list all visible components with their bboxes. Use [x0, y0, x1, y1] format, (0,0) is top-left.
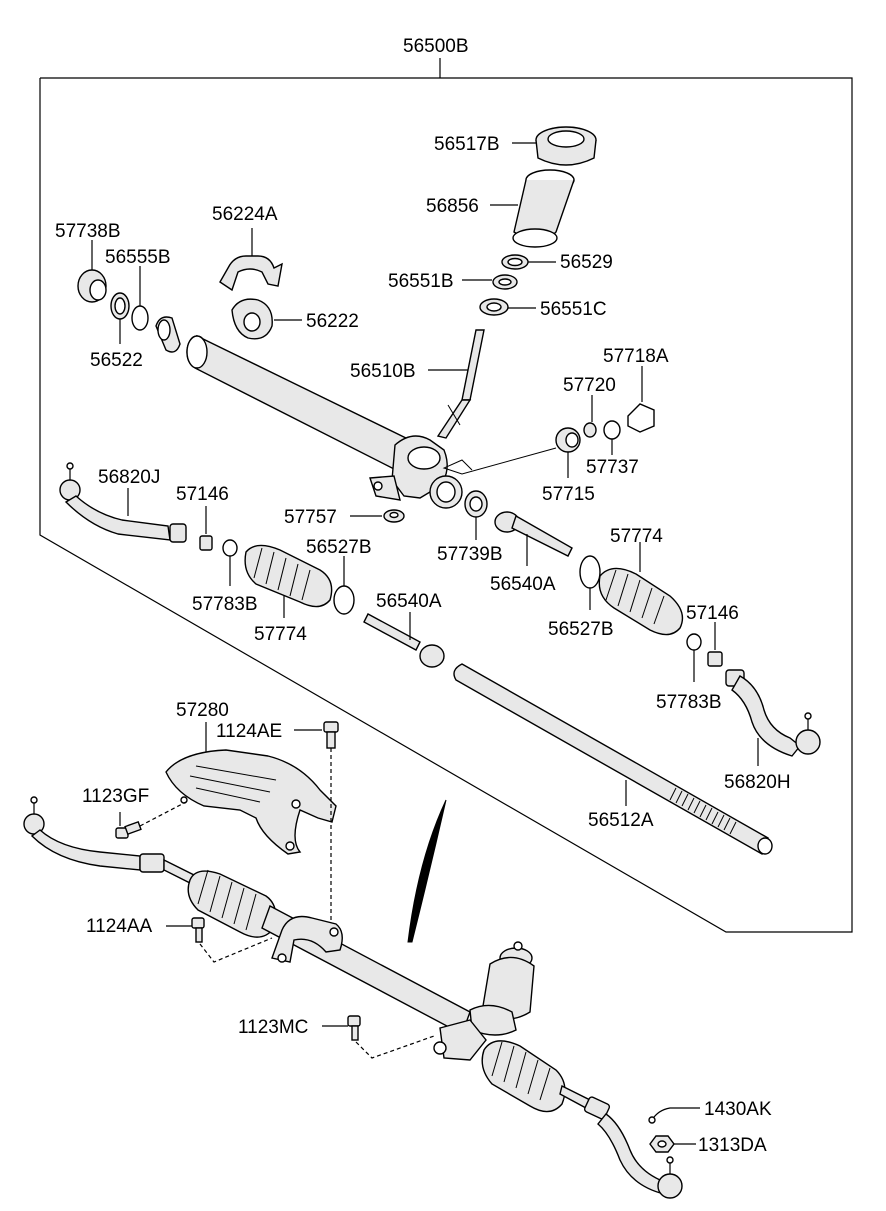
part-57738B-end-stop[interactable] — [77, 269, 107, 303]
part-56555B-ring[interactable] — [131, 305, 149, 331]
label-56540A-right: 56540A — [490, 574, 556, 595]
part-1123MC-bolt[interactable] — [347, 1015, 361, 1041]
assembly-outline — [39, 58, 853, 933]
assembled-right-tie-rod[interactable] — [559, 1084, 683, 1199]
part-57774-left-boot[interactable] — [244, 544, 333, 608]
label-56551B: 56551B — [388, 271, 454, 292]
part-1124AA-bolt[interactable] — [191, 917, 205, 943]
label-57718A: 57718A — [603, 346, 669, 367]
label-1123MC: 1123MC — [238, 1017, 308, 1038]
label-57737: 57737 — [586, 457, 639, 478]
label-56820H: 56820H — [724, 772, 791, 793]
label-56222: 56222 — [306, 311, 359, 332]
part-57146-right-nut[interactable] — [707, 651, 723, 667]
part-57280-heat-shield[interactable] — [165, 749, 337, 855]
label-57774-right: 57774 — [610, 526, 663, 547]
label-1430AK: 1430AK — [704, 1099, 772, 1120]
label-56555B: 56555B — [105, 247, 171, 268]
label-57739B: 57739B — [437, 544, 503, 565]
part-56517B-cap[interactable] — [535, 126, 597, 166]
assembled-right-boot[interactable] — [481, 1040, 566, 1113]
label-56224A: 56224A — [212, 204, 278, 225]
part-56820H-right-tie-rod-end[interactable] — [725, 669, 821, 757]
label-57738B: 57738B — [55, 221, 121, 242]
part-57774-right-boot[interactable] — [598, 567, 684, 636]
assembled-left-boot[interactable] — [187, 869, 277, 938]
label-56527B-left: 56527B — [306, 537, 372, 558]
label-56820J: 56820J — [98, 467, 160, 488]
part-57783B-left-clip[interactable] — [222, 539, 238, 557]
label-57720: 57720 — [563, 375, 616, 396]
label-56527B-right: 56527B — [548, 619, 614, 640]
part-57720-nut[interactable] — [583, 422, 597, 438]
assembled-rack-housing[interactable] — [261, 905, 471, 1035]
label-56551C: 56551C — [540, 299, 607, 320]
part-57718A-washer[interactable] — [627, 403, 655, 433]
orientation-wedge-marker — [407, 799, 447, 943]
part-57737-spring[interactable] — [603, 420, 621, 440]
label-56856: 56856 — [426, 196, 479, 217]
part-56551C-bearing[interactable] — [479, 298, 509, 316]
label-57280: 57280 — [176, 700, 229, 721]
label-57783B-right: 57783B — [656, 692, 722, 713]
part-56527B-right-clamp[interactable] — [579, 555, 601, 589]
part-56540A-right-inner-rod[interactable] — [494, 511, 573, 557]
label-56529: 56529 — [560, 252, 613, 273]
label-56517B: 56517B — [434, 134, 500, 155]
label-56512A: 56512A — [588, 810, 654, 831]
label-57774-left: 57774 — [254, 624, 307, 645]
part-56540A-left-inner-rod[interactable] — [363, 613, 445, 668]
assembly-label: 56500B — [403, 36, 469, 57]
part-56856-housing[interactable] — [512, 169, 575, 248]
part-1123GF-bolt[interactable] — [115, 820, 142, 839]
part-56529-seal[interactable] — [501, 254, 529, 270]
label-1123GF: 1123GF — [82, 786, 149, 807]
label-57783B-left: 57783B — [192, 594, 258, 615]
label-57146-right: 57146 — [686, 603, 739, 624]
part-1430AK-cotter-pin[interactable] — [648, 1107, 700, 1124]
part-56510B-pinion[interactable] — [436, 329, 485, 439]
part-56224A-bracket[interactable] — [219, 255, 283, 292]
rack-housing-tube[interactable] — [186, 334, 463, 509]
label-56510B: 56510B — [350, 361, 416, 382]
label-56522: 56522 — [90, 350, 143, 371]
part-57146-left-nut[interactable] — [199, 535, 213, 551]
part-56820J-left-tie-rod-end[interactable] — [59, 462, 187, 543]
label-57757: 57757 — [284, 507, 337, 528]
part-57739B-ring[interactable] — [464, 490, 488, 518]
assembled-left-tie-rod[interactable] — [23, 796, 197, 885]
label-56540A-left: 56540A — [376, 591, 442, 612]
part-rack-bushing[interactable] — [155, 316, 181, 353]
part-57757-cap[interactable] — [383, 509, 405, 523]
part-56551B-bearing[interactable] — [492, 274, 518, 290]
label-57715: 57715 — [542, 484, 595, 505]
part-56512A-rack-bar[interactable] — [453, 663, 773, 856]
rack-teeth — [669, 787, 737, 835]
assembled-pinion-tower[interactable] — [433, 941, 535, 1061]
part-56222-bushing[interactable] — [231, 298, 273, 340]
part-56522-ring[interactable] — [110, 292, 130, 320]
label-1124AA: 1124AA — [86, 916, 153, 937]
label-1124AE: 1124AE — [216, 721, 282, 742]
part-1124AE-bolt[interactable] — [323, 721, 339, 749]
label-57146-left: 57146 — [176, 484, 229, 505]
part-57783B-right-clip[interactable] — [686, 633, 702, 651]
part-57715-yoke[interactable] — [555, 427, 581, 453]
label-1313DA: 1313DA — [698, 1135, 767, 1156]
part-56527B-left-clamp[interactable] — [333, 585, 355, 615]
part-1313DA-nut[interactable] — [649, 1135, 675, 1153]
